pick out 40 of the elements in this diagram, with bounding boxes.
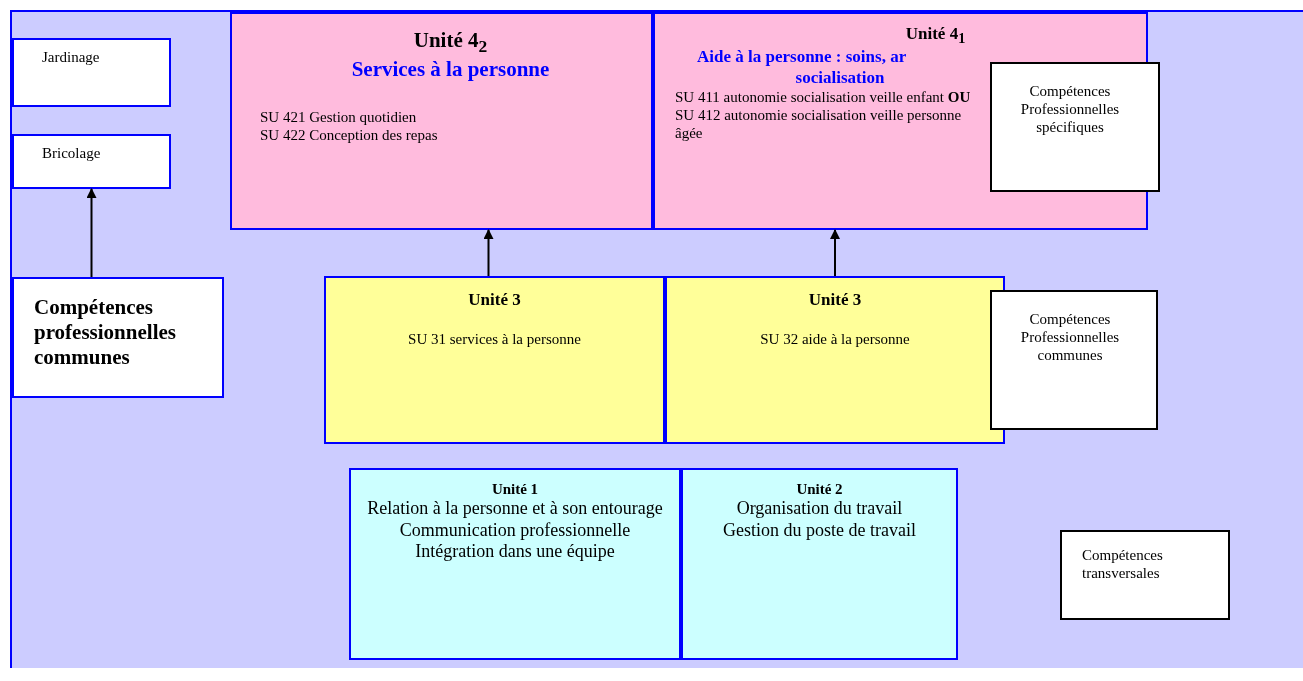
unit-box <box>349 468 681 660</box>
competence-box <box>990 290 1158 430</box>
competence-box <box>1060 530 1230 620</box>
arrow <box>830 229 840 277</box>
subunit-text: SU 32 aide à la personne <box>759 330 911 349</box>
unit-subtitle: Services à la personne <box>350 57 551 83</box>
unit-title: Unité 3 <box>807 290 863 311</box>
unit-box <box>324 276 665 444</box>
unit-box <box>681 468 958 660</box>
competence-box <box>990 62 1160 192</box>
box-label: Jardinage <box>42 48 101 66</box>
unit-title: Unité 4$_{1}$ <box>904 24 967 48</box>
unit-subtitle: Aide à la personne : soins, ar <box>697 47 908 68</box>
arrow <box>86 188 97 278</box>
label-box <box>12 134 171 189</box>
unit-text: Organisation du travail <box>735 498 904 520</box>
unit-text: Communication professionnelle <box>398 519 632 542</box>
subunit-text: SU 422 Conception des repas <box>260 126 439 145</box>
unit-text: Gestion du poste de travail <box>722 519 917 542</box>
subunit-text: SU 412 autonomie socialisation veille personne âgée <box>675 106 963 143</box>
unit-title: Unité 1 <box>490 480 540 498</box>
subunit-text: SU 411 autonomie socialisation veille enfant OU <box>675 88 972 107</box>
unit-text: Intégration dans une équipe <box>414 541 616 563</box>
competence-text: Compétences Professionnelles communes <box>1019 310 1121 364</box>
unit-subtitle: socialisation <box>794 67 886 89</box>
unit-title: Unité 3 <box>467 290 522 311</box>
unit-box <box>230 12 653 230</box>
subunit-text: SU 421 Gestion quotidien <box>260 108 418 127</box>
competence-title: Compétences professionnelles communes <box>34 295 177 371</box>
competence-text: Compétences Professionnelles spécifiques <box>1019 82 1121 136</box>
label-box <box>12 38 171 107</box>
box-label: Bricolage <box>42 144 102 162</box>
unit-box <box>665 276 1005 444</box>
unit-text: Relation à la personne et à son entourage <box>366 498 664 520</box>
subunit-text: SU 31 services à la personne <box>407 330 582 349</box>
unit-title: Unité 4$_{2}$ <box>412 28 489 58</box>
competence-text: Compétences transversales <box>1082 546 1164 582</box>
competence-box <box>12 277 224 398</box>
arrow <box>483 229 494 277</box>
unit-title: Unité 2 <box>795 480 844 498</box>
